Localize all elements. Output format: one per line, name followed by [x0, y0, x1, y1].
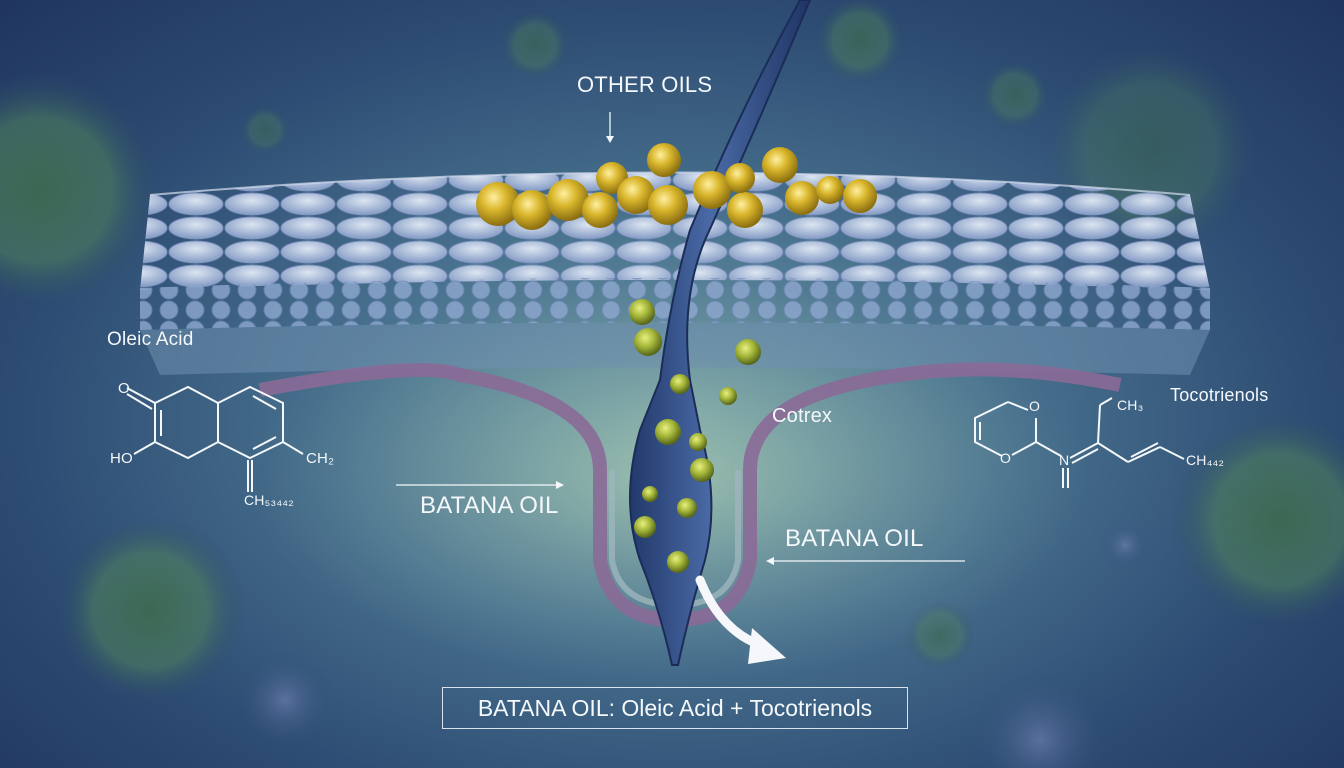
cortex-label: Cotrex	[772, 405, 833, 427]
toco-atom-chain: CH₄₄₂	[1186, 452, 1225, 468]
caption-text: BATANA OIL: Oleic Acid + Tocotrienols	[477, 694, 873, 721]
tocotrienols-structure	[974, 397, 1185, 488]
oleic-acid-title: Oleic Acid	[107, 329, 194, 350]
tocotrienols-title: Tocotrienols	[1170, 385, 1269, 405]
toco-atom-o2: O	[1000, 450, 1012, 466]
oleic-acid-structure	[126, 385, 304, 492]
oleic-atom-o: O	[118, 380, 130, 397]
batana-oil-label-right: BATANA OIL	[785, 525, 924, 552]
other-oils-droplets	[476, 143, 877, 230]
batana-oil-label-left: BATANA OIL	[420, 492, 559, 519]
oleic-atom-chain: CH₅₃₄₄₂	[244, 492, 294, 508]
batana-oil-droplets	[629, 299, 761, 573]
other-oils-label: OTHER OILS	[577, 72, 713, 97]
caption-box: BATANA OIL: Oleic Acid + Tocotrienols	[442, 687, 908, 729]
toco-atom-n: N	[1059, 452, 1070, 468]
toco-atom-o1: O	[1029, 398, 1041, 414]
toco-atom-ch3: CH₃	[1117, 397, 1144, 413]
oleic-atom-ho: HO	[110, 450, 133, 467]
oleic-atom-ch2: CH₂	[306, 450, 335, 467]
